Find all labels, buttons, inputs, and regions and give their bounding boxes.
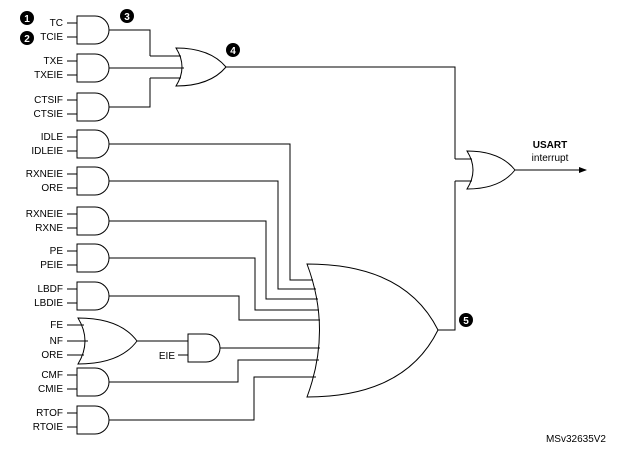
svg-text:5: 5	[463, 316, 469, 327]
output-label-line2: interrupt	[532, 153, 569, 164]
label-ctsie: CTSIE	[34, 109, 64, 120]
label-rxne: RXNE	[35, 223, 63, 234]
label-rxneie-b: RXNEIE	[26, 209, 64, 220]
or-gate-large	[306, 263, 439, 398]
label-lbdf: LBDF	[37, 284, 63, 295]
and-gate-ctsif	[67, 92, 110, 122]
label-eie: EIE	[159, 351, 175, 362]
signal-labels: TC TCIE TXE TXEIE CTSIF CTSIE IDLE IDLEI…	[26, 18, 176, 433]
label-cmie: CMIE	[38, 384, 63, 395]
reference-code: MSv32635V2	[546, 434, 606, 445]
and-gate-idle	[67, 129, 110, 159]
callout-5: 5	[459, 313, 473, 327]
callout-4: 4	[226, 43, 240, 57]
and-gate-txe	[67, 53, 110, 83]
svg-text:2: 2	[24, 34, 30, 45]
wires	[109, 29, 587, 421]
and-gate-tc	[67, 15, 110, 45]
label-rxneie-a: RXNEIE	[26, 169, 64, 180]
or-gate-errors	[67, 317, 138, 365]
label-tcie: TCIE	[40, 32, 63, 43]
and-gate-rtof	[67, 405, 110, 435]
label-txe: TXE	[44, 56, 64, 67]
label-rtof: RTOF	[36, 408, 63, 419]
label-lbdie: LBDIE	[34, 298, 63, 309]
or-gate-upper	[109, 47, 227, 87]
or-gate-output	[455, 150, 516, 190]
callout-2: 2	[20, 31, 34, 45]
svg-text:3: 3	[124, 12, 130, 23]
label-ore-b: ORE	[41, 350, 63, 361]
label-peie: PEIE	[40, 260, 63, 271]
label-ore-a: ORE	[41, 183, 63, 194]
svg-text:4: 4	[230, 46, 236, 57]
label-tc: TC	[50, 18, 63, 29]
label-pe: PE	[50, 246, 64, 257]
and-gate-rxne	[67, 206, 110, 236]
and-gate-lbdf	[67, 281, 110, 311]
label-txeie: TXEIE	[34, 70, 63, 81]
label-idle: IDLE	[41, 132, 64, 143]
output-label-line1: USART	[533, 140, 567, 151]
label-fe: FE	[50, 320, 63, 331]
label-cmf: CMF	[41, 370, 63, 381]
callout-1: 1	[20, 11, 34, 25]
output-label: USART interrupt	[532, 140, 569, 164]
and-gate-pe	[67, 243, 110, 273]
and-gate-cmf	[67, 367, 110, 397]
and-gate-rxneie-ore	[67, 166, 110, 196]
label-ctsif: CTSIF	[34, 95, 63, 106]
label-idleie: IDLEIE	[31, 146, 63, 157]
callout-3: 3	[120, 9, 134, 23]
and-gate-eie	[137, 333, 221, 363]
label-nf: NF	[50, 336, 63, 347]
label-rtoie: RTOIE	[33, 422, 64, 433]
svg-text:1: 1	[24, 14, 30, 25]
